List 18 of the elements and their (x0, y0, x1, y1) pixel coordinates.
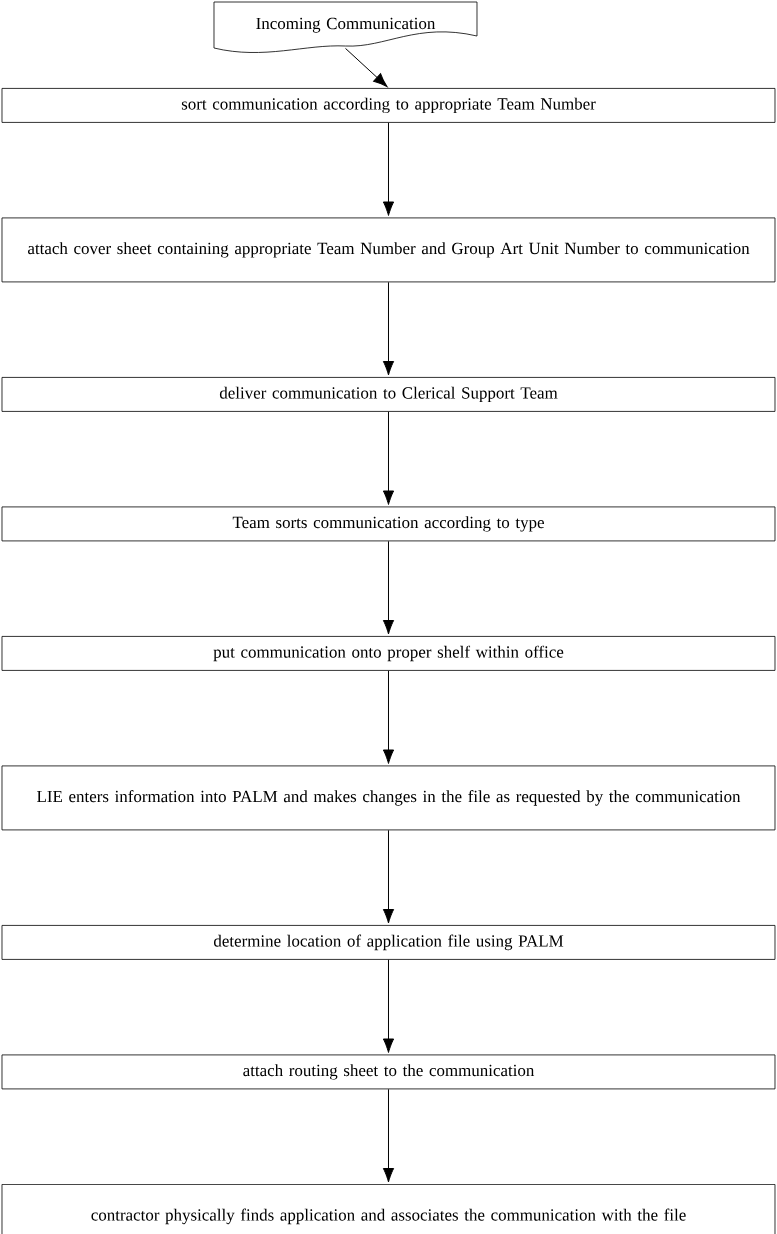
process-box: attach cover sheet containing appropriate Team Number and Group Art Unit Number to communication (1, 217, 776, 283)
arrow (382, 281, 395, 376)
arrow (345, 47, 388, 88)
process-box: put communication onto proper shelf within office (1, 636, 776, 671)
process-box: attach routing sheet to the communication (1, 1054, 776, 1090)
arrow (382, 959, 395, 1053)
arrow (382, 670, 395, 764)
process-box: deliver communication to Clerical Support Team (1, 377, 776, 412)
process-box: Team sorts communication according to type (1, 506, 776, 542)
arrow (382, 411, 395, 505)
arrow (382, 122, 395, 216)
process-box: LIE enters information into PALM and makes changes in the file as requested by the communication (1, 765, 776, 831)
arrow (382, 1088, 395, 1183)
process-box: contractor physically finds application and associates the communication with the file (1, 1184, 776, 1234)
process-box: determine location of application file using PALM (1, 925, 776, 960)
arrow (382, 540, 395, 635)
arrow (382, 829, 395, 924)
process-box: sort communication according to appropriate Team Number (1, 88, 776, 123)
